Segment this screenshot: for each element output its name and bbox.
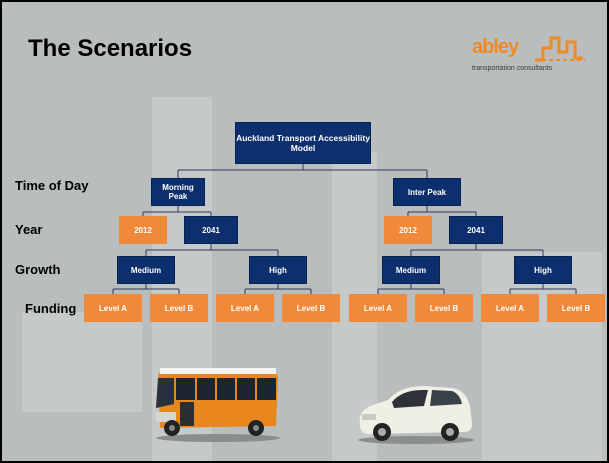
node-funding: Level A: [349, 294, 407, 322]
row-label-year: Year: [15, 222, 43, 237]
node-funding: Level B: [282, 294, 340, 322]
node-growth: Medium: [382, 256, 440, 284]
node-growth: High: [249, 256, 307, 284]
node-year: 2041: [184, 216, 238, 244]
node-funding: Level B: [547, 294, 605, 322]
abley-logo: abley transportation consultants: [472, 34, 590, 82]
node-time-of-day: Inter Peak: [393, 178, 461, 206]
row-label-time-of-day: Time of Day: [15, 178, 89, 193]
car-icon: [358, 386, 474, 444]
node-funding: Level A: [216, 294, 274, 322]
node-year: 2041: [449, 216, 503, 244]
node-growth: High: [514, 256, 572, 284]
node-funding: Level B: [150, 294, 208, 322]
logo-bars-icon: [535, 36, 585, 62]
bus-icon: [156, 368, 280, 442]
node-funding: Level A: [84, 294, 142, 322]
node-year: 2012: [384, 216, 432, 244]
background-shape: [22, 312, 142, 412]
row-label-funding: Funding: [25, 301, 77, 316]
node-funding: Level A: [481, 294, 539, 322]
node-root: Auckland Transport Accessibility Model: [235, 122, 371, 164]
node-growth: Medium: [117, 256, 175, 284]
node-funding: Level B: [415, 294, 473, 322]
node-year: 2012: [119, 216, 167, 244]
logo-tagline: transportation consultants: [472, 65, 553, 72]
logo-word: abley: [472, 36, 519, 58]
background-shape: [482, 252, 602, 461]
node-time-of-day: Morning Peak: [151, 178, 205, 206]
slide-title: The Scenarios: [28, 35, 193, 62]
row-label-growth: Growth: [15, 262, 61, 277]
